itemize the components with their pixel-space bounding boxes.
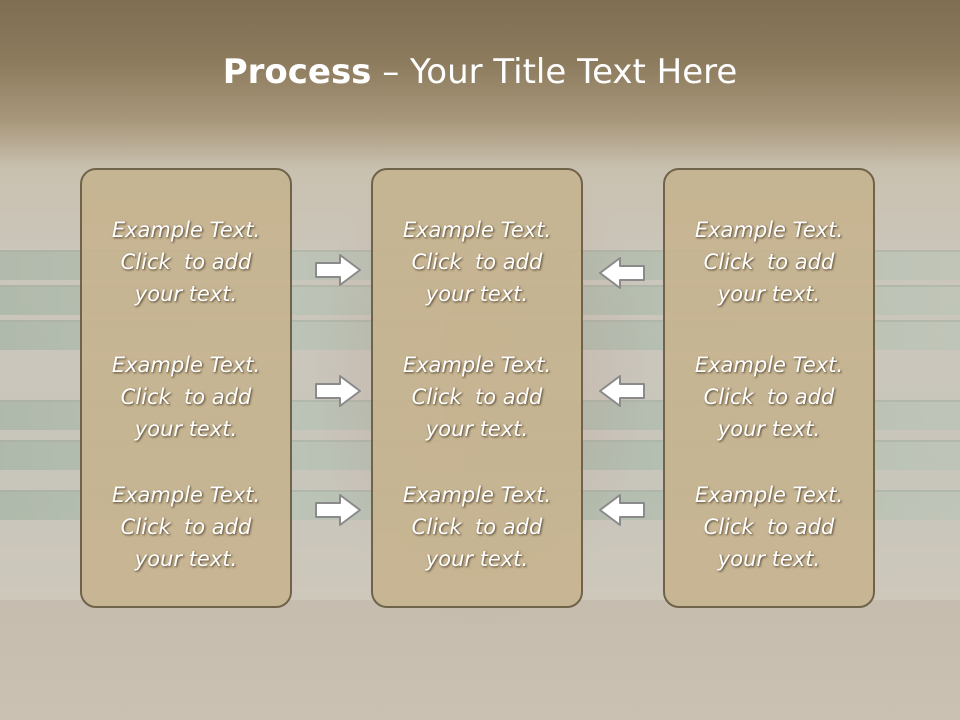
text-item[interactable]: Example Text. Click to add your text. (373, 349, 581, 445)
text-line: your text. (717, 282, 821, 306)
left-arrow-icon (599, 257, 645, 289)
text-line: Click to add (120, 250, 252, 274)
text-line: your text. (425, 417, 529, 441)
text-line: Click to add (120, 515, 252, 539)
text-line: Click to add (411, 250, 543, 274)
text-line: Example Text. (402, 483, 552, 507)
text-item[interactable]: Example Text. Click to add your text. (82, 479, 290, 575)
text-box-right[interactable]: Example Text. Click to add your text. Ex… (663, 168, 875, 608)
background-ground (0, 600, 960, 720)
text-line: Click to add (411, 385, 543, 409)
left-arrow-icon (599, 494, 645, 526)
text-line: Click to add (703, 515, 835, 539)
text-line: Click to add (120, 385, 252, 409)
text-line: your text. (134, 282, 238, 306)
text-line: Example Text. (402, 218, 552, 242)
text-box-center[interactable]: Example Text. Click to add your text. Ex… (371, 168, 583, 608)
right-arrow-icon (315, 375, 361, 407)
text-line: your text. (425, 282, 529, 306)
text-line: your text. (717, 417, 821, 441)
text-line: Example Text. (694, 353, 844, 377)
left-arrow-icon (599, 375, 645, 407)
text-line: Example Text. (694, 483, 844, 507)
text-line: Example Text. (402, 353, 552, 377)
text-line: Example Text. (694, 218, 844, 242)
text-line: your text. (425, 547, 529, 571)
text-item[interactable]: Example Text. Click to add your text. (373, 214, 581, 310)
text-line: Click to add (411, 515, 543, 539)
text-item[interactable]: Example Text. Click to add your text. (665, 479, 873, 575)
text-line: Click to add (703, 385, 835, 409)
slide-title[interactable]: Process – Your Title Text Here (0, 52, 960, 92)
text-item[interactable]: Example Text. Click to add your text. (373, 479, 581, 575)
text-line: your text. (134, 417, 238, 441)
text-box-left[interactable]: Example Text. Click to add your text. Ex… (80, 168, 292, 608)
title-bold: Process (222, 52, 372, 92)
right-arrow-icon (315, 494, 361, 526)
text-line: Click to add (703, 250, 835, 274)
text-item[interactable]: Example Text. Click to add your text. (82, 349, 290, 445)
right-arrow-icon (315, 254, 361, 286)
title-rest: – Your Title Text Here (371, 52, 738, 92)
text-line: your text. (134, 547, 238, 571)
text-item[interactable]: Example Text. Click to add your text. (82, 214, 290, 310)
text-item[interactable]: Example Text. Click to add your text. (665, 349, 873, 445)
text-line: Example Text. (111, 353, 261, 377)
text-line: Example Text. (111, 483, 261, 507)
text-item[interactable]: Example Text. Click to add your text. (665, 214, 873, 310)
text-line: your text. (717, 547, 821, 571)
text-line: Example Text. (111, 218, 261, 242)
